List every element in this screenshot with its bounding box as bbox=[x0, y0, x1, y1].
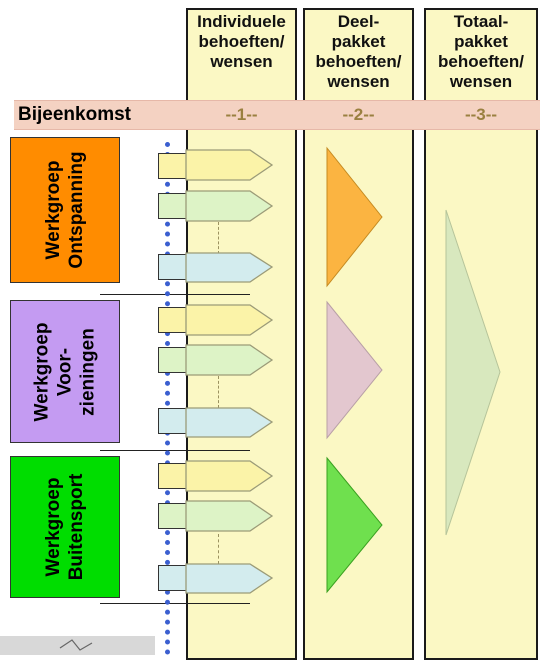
pentagon-arrow-icon bbox=[186, 345, 272, 375]
triangle-icon bbox=[327, 302, 382, 438]
triangle-icon bbox=[446, 210, 500, 535]
pentagon-arrow-icon bbox=[186, 253, 272, 282]
pentagon-arrow-icon bbox=[186, 564, 272, 593]
pentagon-arrow-icon bbox=[186, 150, 272, 180]
pentagon-arrow-icon bbox=[186, 461, 272, 491]
corner-image-sketch bbox=[60, 640, 92, 650]
pentagon-arrow-icon bbox=[186, 305, 272, 335]
pentagon-arrow-icon bbox=[186, 501, 272, 531]
pentagon-arrow-icon bbox=[186, 191, 272, 221]
pentagon-arrow-icon bbox=[186, 408, 272, 437]
triangle-icon bbox=[327, 458, 382, 592]
triangle-icon bbox=[327, 148, 382, 286]
